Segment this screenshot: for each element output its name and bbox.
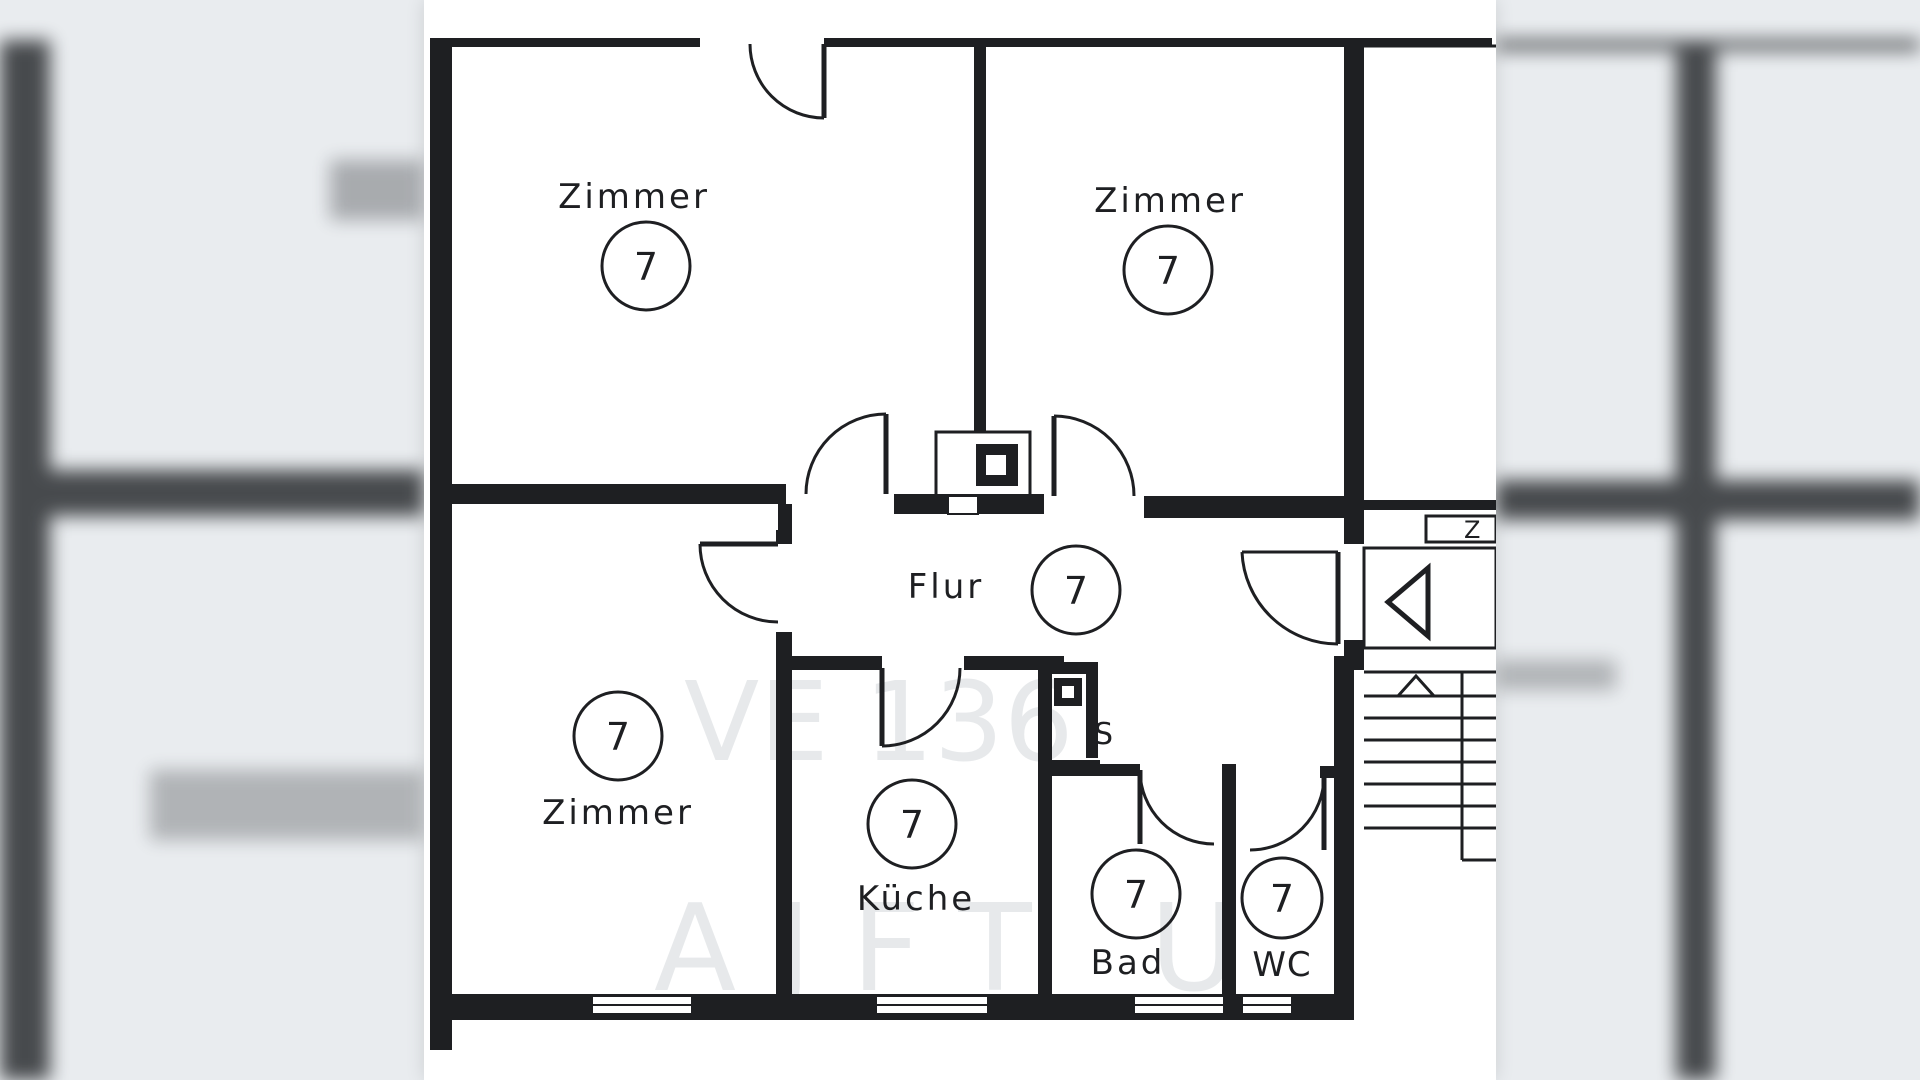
door-flur-zimmer-left: [804, 412, 889, 495]
wall-mid-far-right: [1360, 500, 1496, 510]
room-number: 7: [900, 803, 924, 847]
floor-plan-sheet: VE 136 AJFT U: [424, 0, 1496, 1080]
door-top-left-room: [748, 43, 827, 120]
door-bad: [1110, 764, 1215, 846]
room-number: 7: [634, 245, 658, 289]
shaft-wall-left: [1038, 662, 1052, 782]
wall-zimmer-kueche-lower: [776, 632, 792, 994]
outer-wall-left: [430, 38, 452, 1050]
wall-wc-top: [1222, 764, 1236, 776]
room-number-circle: [866, 778, 958, 870]
shaft-wall-right: [1086, 662, 1098, 758]
room-kueche: 7 Küche: [857, 778, 975, 919]
wall-mid-right: [1144, 496, 1364, 518]
door-wc: [1249, 766, 1336, 852]
wall-zimmer-kueche: [778, 504, 792, 534]
room-number-circle: [1240, 856, 1324, 940]
room-number-circle: [1122, 224, 1214, 316]
wall-mid-left: [430, 484, 786, 504]
room-number-circle: [572, 690, 664, 782]
stair-landing: [1362, 546, 1496, 650]
outer-wall-top: [430, 38, 700, 47]
door-kueche: [879, 667, 962, 748]
wall-kueche-top: [790, 656, 882, 670]
outer-wall-top-2: [824, 38, 1492, 47]
room-number-circle: [1090, 848, 1182, 940]
room-label: Zimmer: [542, 793, 694, 833]
door-flur-zimmer-bottom: [698, 530, 792, 624]
wall-entry-lower: [1344, 640, 1364, 670]
wall-bad-top: [1038, 764, 1110, 776]
room-label: Zimmer: [1094, 181, 1246, 221]
door-entrance: [1240, 550, 1341, 646]
room-number: 7: [1156, 249, 1180, 293]
floor-plan-drawing: VE 136 AJFT U: [430, 38, 1496, 1050]
room-zimmer-top-left: Zimmer 7: [558, 177, 710, 312]
wall-bad-wc: [1222, 764, 1236, 994]
wall-between-top-rooms: [974, 44, 986, 432]
room-zimmer-bottom-left: 7 Zimmer: [542, 690, 694, 833]
room-number: 7: [606, 715, 630, 759]
staircase: [1364, 670, 1496, 862]
room-number: 7: [1124, 873, 1148, 917]
room-label: WC: [1252, 945, 1311, 985]
room-number: 7: [1270, 877, 1294, 921]
room-zimmer-top-right: Zimmer 7: [1094, 181, 1246, 316]
room-number-circle: [1030, 544, 1122, 636]
edge-label-box: [1424, 514, 1496, 544]
room-flur: Flur 7: [908, 544, 1122, 636]
shaft-label: S: [1094, 717, 1116, 752]
room-number-circle: [600, 220, 692, 312]
room-label: Zimmer: [558, 177, 710, 217]
room-label: Küche: [857, 879, 975, 919]
wall-right-upper: [1344, 44, 1364, 544]
room-wc: 7 WC: [1240, 856, 1324, 985]
edge-label: Z: [1464, 516, 1480, 544]
wall-wc-right: [1334, 656, 1354, 994]
chimney-outline: [934, 430, 1032, 498]
room-number: 7: [1064, 569, 1088, 613]
outer-wall-bottom-line: [430, 1016, 1354, 1020]
wall-kueche-bad: [1038, 772, 1052, 994]
room-bad: 7 Bad: [1090, 848, 1182, 983]
shaft-wall-top: [1038, 662, 1098, 674]
door-flur-zimmer-right: [1051, 414, 1136, 497]
entry-arrow-icon: [1384, 562, 1431, 642]
room-label: Flur: [908, 567, 985, 607]
room-label: Bad: [1091, 943, 1166, 983]
svg-text:VE 136: VE 136: [684, 658, 1074, 786]
